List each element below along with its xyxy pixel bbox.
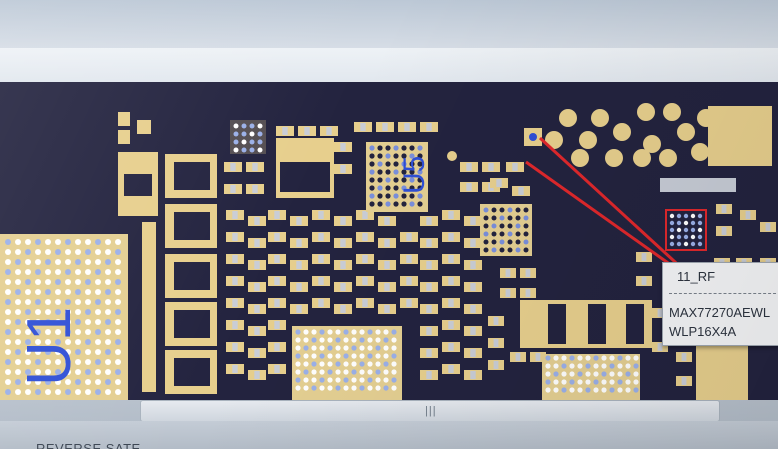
chip-u1[interactable]: U1 xyxy=(0,234,128,400)
toolbar-strip xyxy=(0,48,778,84)
chip-highlighted[interactable] xyxy=(665,209,707,251)
component-tooltip: 11_RF MAX77270AEWL WLP16X4A xyxy=(662,262,778,346)
passive-components[interactable] xyxy=(224,122,776,386)
chip-label-u1: U1 xyxy=(15,307,84,386)
net-highlight-lines xyxy=(525,136,688,274)
chip-u5[interactable]: U5 xyxy=(366,142,431,212)
tooltip-net-name: 11_RF xyxy=(677,269,716,284)
selected-pad-marker[interactable] xyxy=(524,128,542,146)
inductor-pad[interactable] xyxy=(276,106,772,400)
tooltip-divider xyxy=(669,293,778,294)
chip-bottom-right[interactable] xyxy=(542,354,640,400)
horizontal-scrollbar[interactable]: ||| xyxy=(140,400,720,422)
tooltip-part-number: MAX77270AEWL xyxy=(669,305,771,320)
chip-label-u5: U5 xyxy=(398,156,431,194)
status-text: REVERSE SATE xyxy=(36,441,141,449)
chip-bottom-center[interactable] xyxy=(292,326,402,400)
pcb-layout[interactable]: U1 xyxy=(0,82,778,400)
board-view-canvas[interactable]: U1 xyxy=(0,82,778,400)
pad-column-left[interactable] xyxy=(118,112,217,394)
scrollbar-grip-icon[interactable]: ||| xyxy=(425,405,437,417)
status-bar: REVERSE SATE xyxy=(0,421,778,449)
chip-mid-right[interactable] xyxy=(480,204,532,256)
chip-small-top[interactable] xyxy=(230,120,266,154)
window-titlebar xyxy=(0,0,778,49)
round-test-pads[interactable] xyxy=(447,103,715,167)
tooltip-package: WLP16X4A xyxy=(669,324,737,339)
